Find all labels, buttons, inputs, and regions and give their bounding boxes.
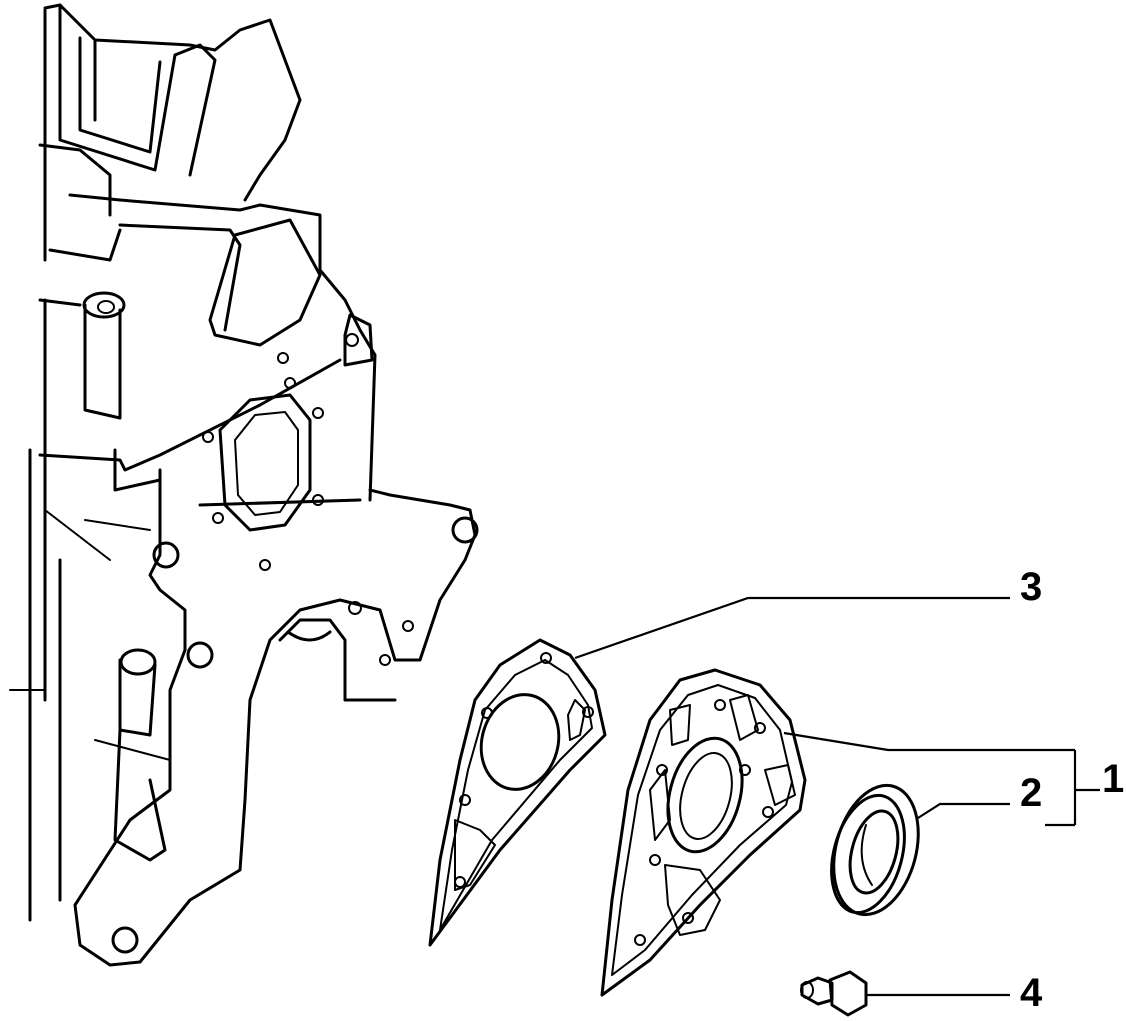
- bolt-part-4: [800, 970, 868, 1017]
- callout-4: 4: [1020, 971, 1043, 1015]
- leader-line-3: [574, 596, 1010, 660]
- engine-block: [9, 3, 479, 967]
- oil-seal-part-2: [830, 783, 920, 917]
- callout-3: 3: [1020, 565, 1042, 609]
- gasket-part-3: [428, 638, 607, 947]
- leader-line-2: [917, 802, 1010, 819]
- callout-1: 1: [1102, 757, 1124, 801]
- flange-cover-part-1: [600, 668, 807, 997]
- leader-lines: [574, 596, 1100, 997]
- bracket-1: [1073, 750, 1100, 825]
- leader-line-1-upper: [783, 731, 1075, 752]
- callout-2: 2: [1020, 771, 1042, 815]
